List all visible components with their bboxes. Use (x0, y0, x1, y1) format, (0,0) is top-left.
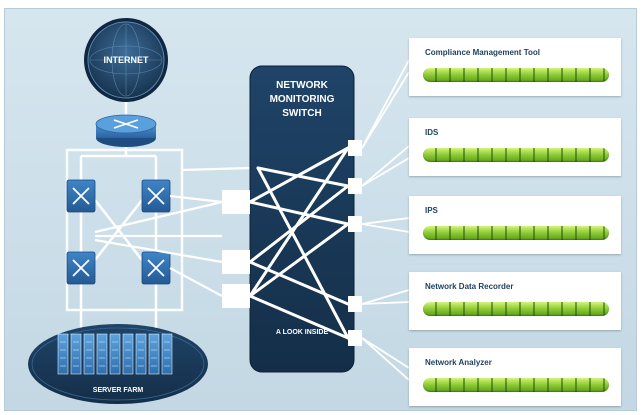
core-switch-icon (66, 251, 96, 285)
tool-status-bar (423, 302, 609, 316)
server-icon (122, 333, 134, 375)
tool-card-network-analyzer: Network Analyzer (409, 348, 621, 406)
input-ports (222, 190, 250, 308)
server-icon (96, 333, 108, 375)
tool-status-bar (423, 148, 609, 162)
internet-label: INTERNET (104, 55, 150, 65)
tool-card-network-data-recorder: Network Data Recorder (409, 272, 621, 330)
switch-footer-label: A LOOK INSIDE (276, 329, 329, 336)
tool-name: Network Analyzer (425, 358, 492, 367)
tool-card-ids: IDS (409, 118, 621, 176)
server-icon (148, 333, 160, 375)
server-icon (70, 333, 82, 375)
core-switch-icon (141, 251, 171, 285)
tool-status-bar (423, 68, 609, 82)
tool-status-bar (423, 378, 609, 392)
server-racks (57, 333, 173, 375)
tool-name: IDS (425, 128, 439, 137)
server-icon (135, 333, 147, 375)
server-icon (161, 333, 173, 375)
tool-name: Compliance Management Tool (425, 48, 540, 57)
uplink-frame (65, 148, 184, 312)
router-icon (95, 114, 157, 147)
core-switch-icon (66, 179, 96, 213)
switch-title-line-2: MONITORING (270, 94, 335, 105)
tool-status-bar (423, 226, 609, 240)
tap-links (94, 166, 251, 297)
tool-name: IPS (425, 206, 438, 215)
switch-title-line-1: NETWORK (276, 80, 328, 91)
tool-card-compliance: Compliance Management Tool (409, 38, 621, 96)
server-farm-label: SERVER FARM (93, 387, 144, 394)
switch-title-line-3: SWITCH (282, 108, 321, 119)
internal-crossbar (248, 146, 350, 340)
output-ports (348, 140, 362, 346)
server-icon (57, 333, 69, 375)
tool-card-ips: IPS (409, 196, 621, 254)
core-switch-icon (141, 179, 171, 213)
server-icon (109, 333, 121, 375)
internet-globe-icon: INTERNET (84, 18, 168, 102)
tool-name: Network Data Recorder (425, 282, 514, 291)
output-links (361, 59, 410, 381)
server-icon (83, 333, 95, 375)
